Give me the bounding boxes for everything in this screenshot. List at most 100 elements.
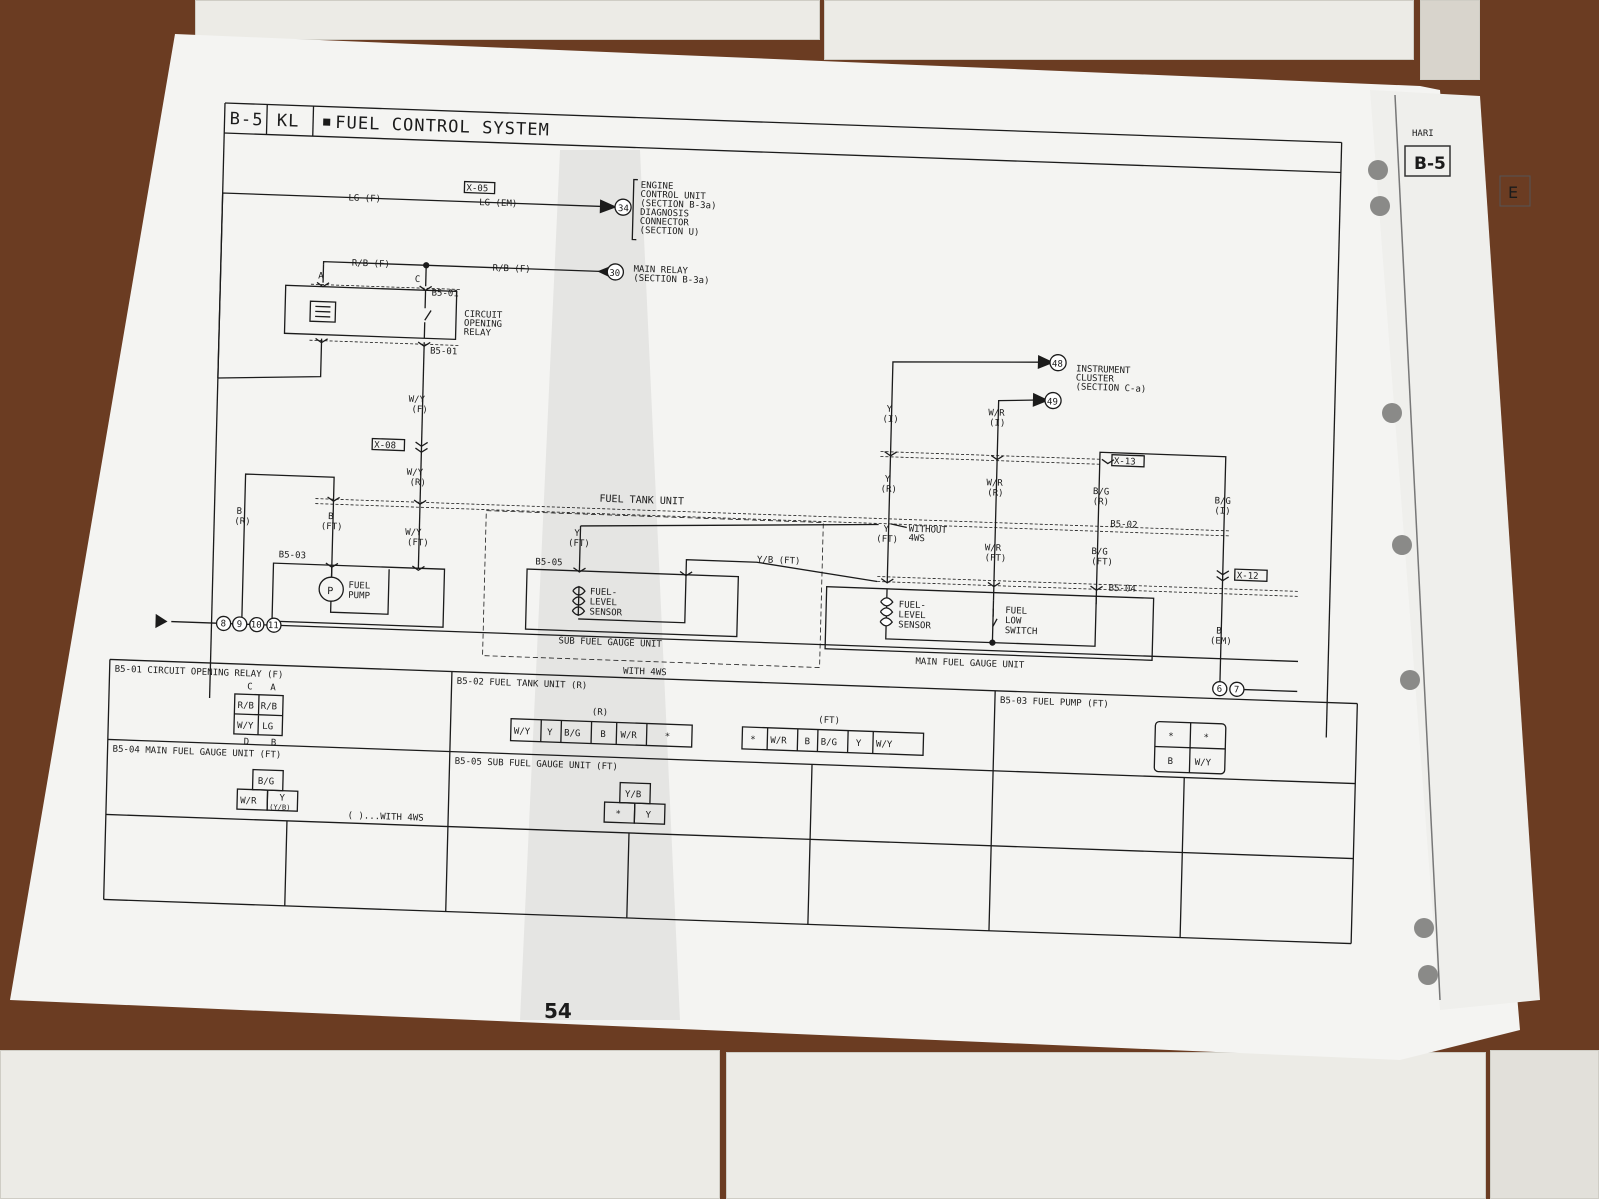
connector-marks bbox=[880, 578, 1103, 592]
floor-tile bbox=[1490, 1050, 1599, 1199]
splice-dot bbox=[989, 639, 996, 646]
relay-ref-bottom: B5-01 bbox=[430, 347, 457, 358]
wire-label-bg-1: B/G bbox=[1093, 487, 1110, 498]
conn-cell: * bbox=[750, 735, 756, 745]
pump-label-1: FUEL bbox=[348, 581, 371, 592]
header-top-rule bbox=[224, 102, 1342, 144]
junction-x08-box bbox=[371, 437, 406, 452]
header-bottom-rule bbox=[224, 132, 1341, 174]
cluster-label-3: (SECTION C-a) bbox=[1075, 382, 1146, 394]
without-4ws-1: WITHOUT bbox=[909, 525, 948, 536]
ecu-label-line: CONTROL UNIT bbox=[640, 190, 706, 202]
relay-pin-a: A bbox=[318, 271, 324, 281]
conn-cell: Y bbox=[279, 794, 285, 804]
cluster-terminal-a-num: 48 bbox=[1052, 360, 1063, 370]
conn-b501: C A R/B R/B W/Y LG D B bbox=[233, 682, 284, 748]
wire-label-rb-f: R/B (F) bbox=[352, 259, 390, 270]
wire-label-b: B bbox=[236, 507, 242, 517]
conn-cell: B bbox=[804, 737, 810, 747]
wire-y-sub bbox=[573, 525, 586, 573]
conn-cell: B bbox=[600, 730, 606, 740]
main-sensor-label-1: FUEL- bbox=[899, 600, 926, 611]
binder-holes bbox=[1368, 160, 1438, 985]
conn-cell: W/Y bbox=[1195, 758, 1212, 769]
wire-label-y-sub-ft: (FT) bbox=[568, 539, 590, 550]
wire-b bbox=[241, 473, 335, 625]
conn-cell: * bbox=[1203, 733, 1209, 743]
wire-label-lg-f: LG (F) bbox=[348, 193, 381, 204]
wire-label-ft: (FT) bbox=[407, 538, 429, 549]
wire-label-y-1: Y bbox=[887, 405, 893, 415]
wire-label-yb-ft: Y/B (FT) bbox=[757, 555, 801, 567]
page-number: 54 bbox=[544, 999, 572, 1023]
arrow-icon bbox=[599, 199, 618, 214]
wire-label-wr-r: (R) bbox=[987, 488, 1004, 499]
low-switch-label-2: LOW bbox=[1005, 616, 1022, 627]
ground-terminal-num: 7 bbox=[1234, 685, 1240, 695]
conn-cell: B/G bbox=[258, 777, 275, 788]
wire-label-wr-2: W/R bbox=[986, 478, 1003, 489]
tank-conn-ref: B5-02 bbox=[1110, 520, 1137, 531]
conn-b502-ft: (FT) * W/R B B/G Y W/Y bbox=[741, 716, 925, 756]
table-rules bbox=[103, 658, 1358, 945]
side-tab-top: HARI bbox=[1412, 129, 1434, 139]
conn-cell: Y bbox=[856, 739, 862, 749]
sub-sensor-icon bbox=[571, 585, 586, 616]
conn-cell: W/R bbox=[240, 796, 257, 807]
junction-x13-box bbox=[1111, 454, 1145, 468]
floor-tile bbox=[195, 0, 820, 40]
photo-shadow bbox=[520, 150, 680, 1020]
side-tab-code: B-5 bbox=[1414, 154, 1446, 174]
side-tab-letter: E bbox=[1508, 183, 1518, 202]
ecu-label-line: ENGINE bbox=[641, 181, 674, 192]
wire-rb bbox=[322, 260, 614, 273]
wire-label-b-em: B bbox=[1216, 627, 1222, 637]
relay-pin-c: C bbox=[415, 275, 421, 285]
wire-label-y-3: Y bbox=[883, 525, 889, 535]
main-relay-terminal-num: 30 bbox=[609, 269, 620, 279]
wire-label-wr-ft: (FT) bbox=[984, 553, 1006, 564]
conn-cell: W/Y bbox=[237, 721, 254, 732]
wire-label-bg-3: B/G bbox=[1214, 496, 1231, 507]
wire-label-y-i: (I) bbox=[882, 415, 899, 426]
ground-terminal-num: 9 bbox=[237, 620, 243, 630]
fuel-tank-unit-label: FUEL TANK UNIT bbox=[599, 494, 684, 508]
ground-terminal-num: 8 bbox=[220, 619, 226, 629]
main-relay-section: (SECTION B-3a) bbox=[633, 274, 709, 287]
pump-internal-wire bbox=[329, 567, 390, 615]
conn-b503: * * B W/Y bbox=[1153, 720, 1227, 775]
wire-relay-coil bbox=[217, 264, 325, 379]
floor-tile bbox=[726, 1052, 1486, 1199]
wire-label-bg-r: (R) bbox=[1093, 497, 1110, 508]
conn-cell: Y/B bbox=[625, 790, 642, 801]
conn-grid bbox=[766, 727, 874, 754]
main-connector-dash bbox=[877, 576, 1300, 597]
conn-tag: (R) bbox=[592, 708, 609, 719]
low-switch-icon bbox=[992, 608, 998, 627]
main-unit-label: MAIN FUEL GAUGE UNIT bbox=[915, 657, 1025, 671]
without-4ws-2: 4WS bbox=[908, 534, 925, 545]
wire-label-y-ft: (FT) bbox=[876, 534, 898, 545]
relay-label-2: OPENING bbox=[464, 319, 502, 330]
main-relay-terminal bbox=[606, 263, 625, 281]
sub-sensor-label-2: LEVEL bbox=[590, 597, 618, 608]
junction-x05: X-05 bbox=[466, 184, 488, 195]
conn-pin-label: A bbox=[270, 683, 276, 693]
wire-label-y-2: Y bbox=[885, 475, 891, 485]
conn-grid bbox=[1154, 722, 1226, 773]
conn-grid bbox=[234, 694, 283, 735]
junction-x05-box bbox=[463, 180, 496, 195]
relay-label-3: RELAY bbox=[464, 328, 492, 339]
ground-terminals-left: 8 9 10 11 bbox=[215, 615, 282, 633]
ecu-label: ENGINE CONTROL UNIT (SECTION B-3a) DIAGN… bbox=[639, 181, 716, 238]
wire-label-wy-2: W/Y bbox=[407, 468, 424, 479]
cluster-terminal-b bbox=[1044, 391, 1062, 410]
conn-b502-title: B5-02 FUEL TANK UNIT (R) bbox=[457, 677, 588, 692]
wire-label-b-2: B bbox=[328, 512, 334, 522]
relay-label-1: CIRCUIT bbox=[464, 310, 503, 321]
ecu-terminal bbox=[614, 198, 632, 216]
conn-pin-label: B bbox=[271, 738, 277, 748]
low-switch-label-3: SWITCH bbox=[1005, 626, 1038, 637]
wire-y-cluster bbox=[886, 361, 1044, 582]
